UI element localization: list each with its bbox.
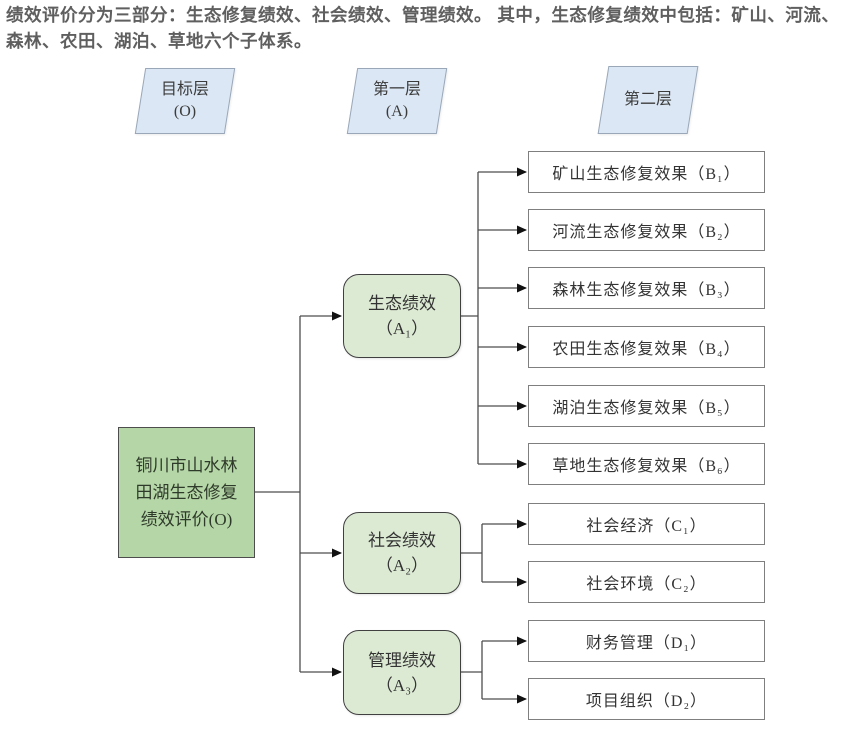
layer-label-text: 第二层 [603, 66, 693, 134]
node-b2: 河流生态修复效果（B₂） [528, 209, 765, 251]
node-c1: 社会经济（C₁） [528, 503, 765, 545]
node-root-goal: 铜川市山水林 田湖生态修复 绩效评价(O) [118, 427, 255, 558]
branch-code: （A₃） [375, 675, 429, 695]
layer-title: 第二层 [623, 91, 672, 108]
root-line: 绩效评价(O) [140, 510, 233, 529]
node-social-performance: 社会绩效 （A₂） [343, 512, 461, 594]
branch-title: 社会绩效 [368, 531, 436, 550]
node-eco-performance: 生态绩效 （A₁） [343, 274, 461, 358]
layer-title: 第一层 [372, 81, 421, 98]
layer-label-goal: 目标层 (O) [134, 68, 236, 134]
layer-code: (A) [385, 103, 409, 120]
layer-label-second: 第二层 [597, 66, 699, 134]
layer-label-first: 第一层 (A) [346, 68, 448, 134]
layer-label-text: 第一层 (A) [352, 68, 442, 134]
node-b1: 矿山生态修复效果（B₁） [528, 151, 765, 193]
node-b4: 农田生态修复效果（B₄） [528, 326, 765, 368]
branch-code: （A₂） [375, 556, 429, 575]
root-line: 铜川市山水林 [135, 456, 238, 475]
node-b3: 森林生态修复效果（B₃） [528, 267, 765, 309]
node-b5: 湖泊生态修复效果（B₅） [528, 385, 765, 427]
node-management-performance: 管理绩效 （A₃） [343, 630, 461, 715]
branch-title: 生态绩效 [368, 294, 436, 313]
branch-title: 管理绩效 [368, 650, 436, 670]
caption-text: 绩效评价分为三部分：生态修复绩效、社会绩效、管理绩效。 其中，生态修复绩效中包括… [6, 5, 840, 51]
root-line: 田湖生态修复 [135, 483, 238, 502]
node-b6: 草地生态修复效果（B₆） [528, 443, 765, 485]
layer-label-text: 目标层 (O) [140, 68, 230, 134]
node-d2: 项目组织（D₂） [528, 678, 765, 720]
node-c2: 社会环境（C₂） [528, 561, 765, 603]
node-d1: 财务管理（D₁） [528, 620, 765, 662]
branch-code: （A₁） [375, 319, 429, 338]
layer-code: (O) [173, 103, 197, 120]
layer-title: 目标层 [160, 81, 209, 98]
